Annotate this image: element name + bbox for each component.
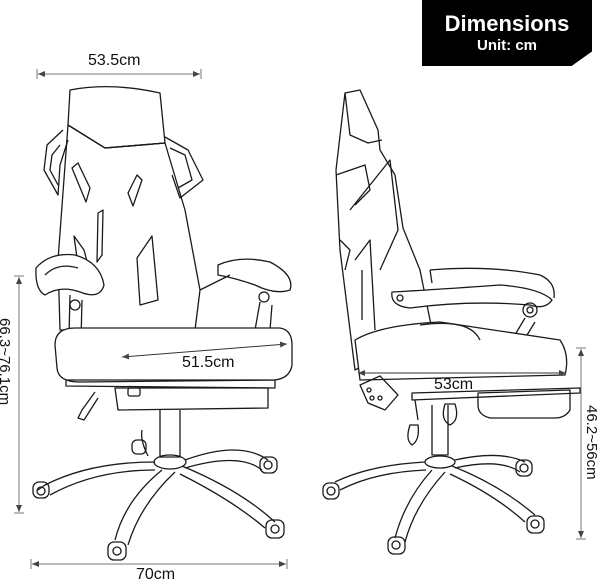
side-seat-height-range-label: 46.2~56cm: [583, 405, 600, 480]
front-base-width-label: 70cm: [136, 566, 176, 583]
badge-title: Dimensions: [444, 11, 570, 36]
badge-unit: Unit: cm: [477, 37, 537, 54]
front-view-chair: [32, 85, 293, 561]
front-top-width-label: 53.5cm: [88, 52, 141, 69]
front-height-range-label: 66.3~76.1cm: [0, 318, 13, 406]
front-seat-width-label: 51.5cm: [182, 354, 235, 371]
side-view-chair: [322, 89, 581, 555]
side-seat-depth-label: 53cm: [434, 376, 474, 393]
dimensions-badge: Dimensions Unit: cm: [422, 0, 592, 66]
dimension-lines: [14, 69, 586, 569]
